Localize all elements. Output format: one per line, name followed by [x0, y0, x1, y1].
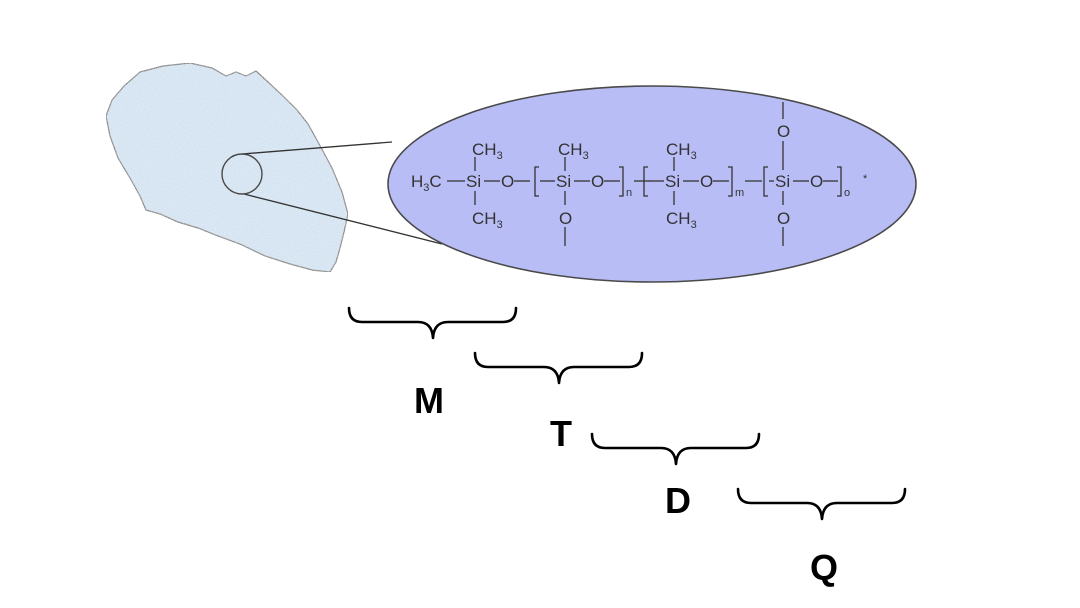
particle-shape [105, 62, 349, 273]
o-atom-2: O [591, 172, 604, 191]
brace-d [590, 432, 761, 466]
si-atom-3: Si [665, 172, 680, 191]
m-methyl-bottom: CH3 [472, 209, 503, 231]
si-atom-2: Si [556, 172, 571, 191]
m-methyl-top: CH3 [472, 140, 503, 162]
o-atom-1: O [501, 172, 514, 191]
d-methyl-bottom: CH3 [666, 209, 697, 231]
label-d: D [665, 480, 691, 521]
subscript-n: n [626, 187, 632, 199]
structural-formula: CH H3C Si O CH3 CH3 Si O [408, 102, 868, 246]
si-atom-4: Si [775, 172, 790, 191]
zoom-line-bottom [243, 193, 443, 245]
t-methyl-top: CH3 [558, 140, 589, 162]
o-atom-3: O [700, 172, 713, 191]
o-atom-4: O [810, 172, 823, 191]
t-unit-atoms: Si O n CH3 O [534, 140, 632, 246]
d-unit-atoms: Si O m CH3 CH3 [634, 140, 744, 231]
brace-q [736, 487, 907, 521]
zoom-ellipse [387, 85, 917, 283]
subscript-m: m [735, 187, 744, 199]
svg-text:H3C: H3C [411, 172, 442, 194]
magnifier-circle [221, 153, 263, 195]
m-unit-atoms: H3C Si O CH3 CH3 [408, 140, 530, 231]
label-t: T [550, 413, 572, 454]
d-methyl-top: CH3 [666, 140, 697, 162]
brace-t [473, 351, 644, 385]
brace-m [347, 306, 518, 340]
subscript-o: o [844, 187, 850, 199]
zoom-line-top [241, 141, 393, 155]
q-unit-atoms: Si O o * O O [745, 102, 868, 246]
q-oxygen-bottom: O [777, 209, 790, 228]
t-oxygen-bottom: O [559, 209, 572, 228]
si-atom-1: Si [466, 172, 481, 191]
label-m: M [414, 380, 444, 421]
end-asterisk: * [863, 173, 868, 185]
q-oxygen-top: O [777, 122, 790, 141]
label-q: Q [810, 547, 838, 588]
